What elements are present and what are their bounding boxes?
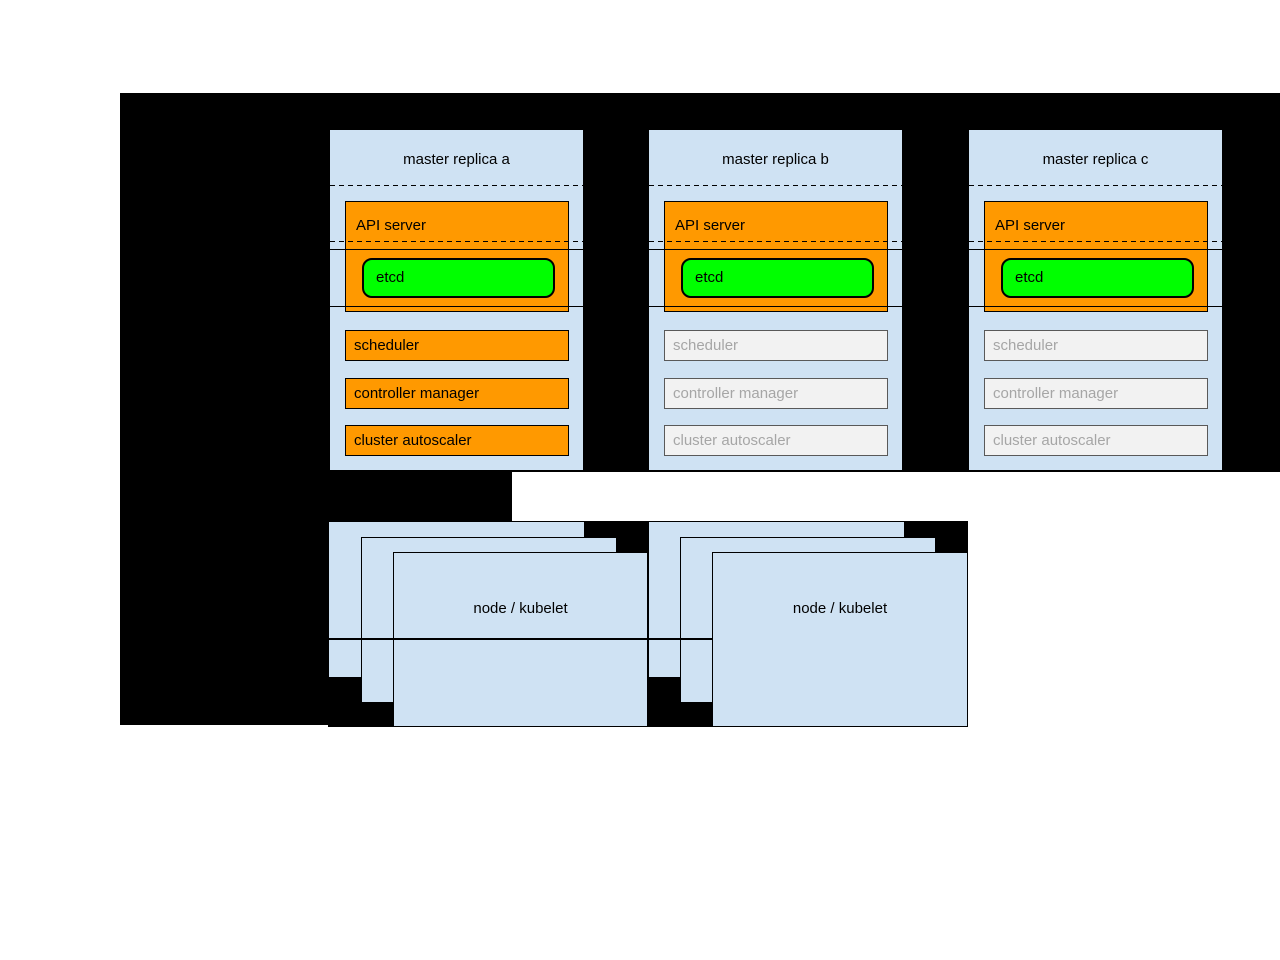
component-label: cluster autoscaler: [354, 432, 472, 449]
component-box-scheduler: scheduler: [345, 330, 569, 361]
master-replica-b-panel: master replica b API server etcd schedul…: [648, 129, 903, 471]
zone-divider-dashed: [969, 185, 1222, 186]
node-title: node / kubelet: [792, 600, 888, 617]
zone-divider-solid: [330, 249, 583, 250]
api-server-label: API server: [675, 217, 746, 234]
component-box-scheduler: scheduler: [984, 330, 1208, 361]
component-label: controller manager: [993, 385, 1119, 402]
component-box-controller-manager: controller manager: [984, 378, 1208, 409]
component-label: cluster autoscaler: [993, 432, 1111, 449]
zone-divider-dashed: [330, 185, 583, 186]
zone-divider-dashed: [330, 241, 583, 242]
panel-title: master replica c: [1042, 151, 1149, 168]
node-box-front: node / kubelet: [712, 552, 968, 727]
zone-divider-solid: [649, 249, 902, 250]
component-box-cluster-autoscaler: cluster autoscaler: [664, 425, 888, 456]
component-box-scheduler: scheduler: [664, 330, 888, 361]
panel-title: master replica b: [722, 151, 829, 168]
component-label: scheduler: [673, 337, 739, 354]
zone-divider-solid: [969, 306, 1222, 307]
component-box-controller-manager: controller manager: [664, 378, 888, 409]
api-server-label: API server: [356, 217, 427, 234]
master-replica-a-panel: master replica a API server etcd schedul…: [329, 129, 584, 471]
etcd-label: etcd: [695, 269, 724, 286]
component-label: scheduler: [354, 337, 420, 354]
zone-divider-solid: [330, 306, 583, 307]
component-label: controller manager: [354, 385, 480, 402]
component-box-controller-manager: controller manager: [345, 378, 569, 409]
etcd-label: etcd: [1015, 269, 1044, 286]
etcd-box: etcd: [1001, 258, 1194, 298]
zone-divider-dashed: [649, 185, 902, 186]
master-replica-c-panel: master replica c API server etcd schedul…: [968, 129, 1223, 471]
component-label: scheduler: [993, 337, 1059, 354]
panel-title: master replica a: [403, 151, 510, 168]
etcd-box: etcd: [362, 258, 555, 298]
etcd-box: etcd: [681, 258, 874, 298]
zone-divider-solid: [969, 249, 1222, 250]
component-label: controller manager: [673, 385, 799, 402]
component-box-cluster-autoscaler: cluster autoscaler: [345, 425, 569, 456]
zone-divider-dashed: [649, 241, 902, 242]
component-label: cluster autoscaler: [673, 432, 791, 449]
etcd-label: etcd: [376, 269, 405, 286]
zone-divider-solid: [649, 306, 902, 307]
component-box-cluster-autoscaler: cluster autoscaler: [984, 425, 1208, 456]
connector-line: [322, 638, 712, 640]
node-title: node / kubelet: [473, 600, 568, 617]
api-server-label: API server: [995, 217, 1066, 234]
zone-divider-dashed: [969, 241, 1222, 242]
